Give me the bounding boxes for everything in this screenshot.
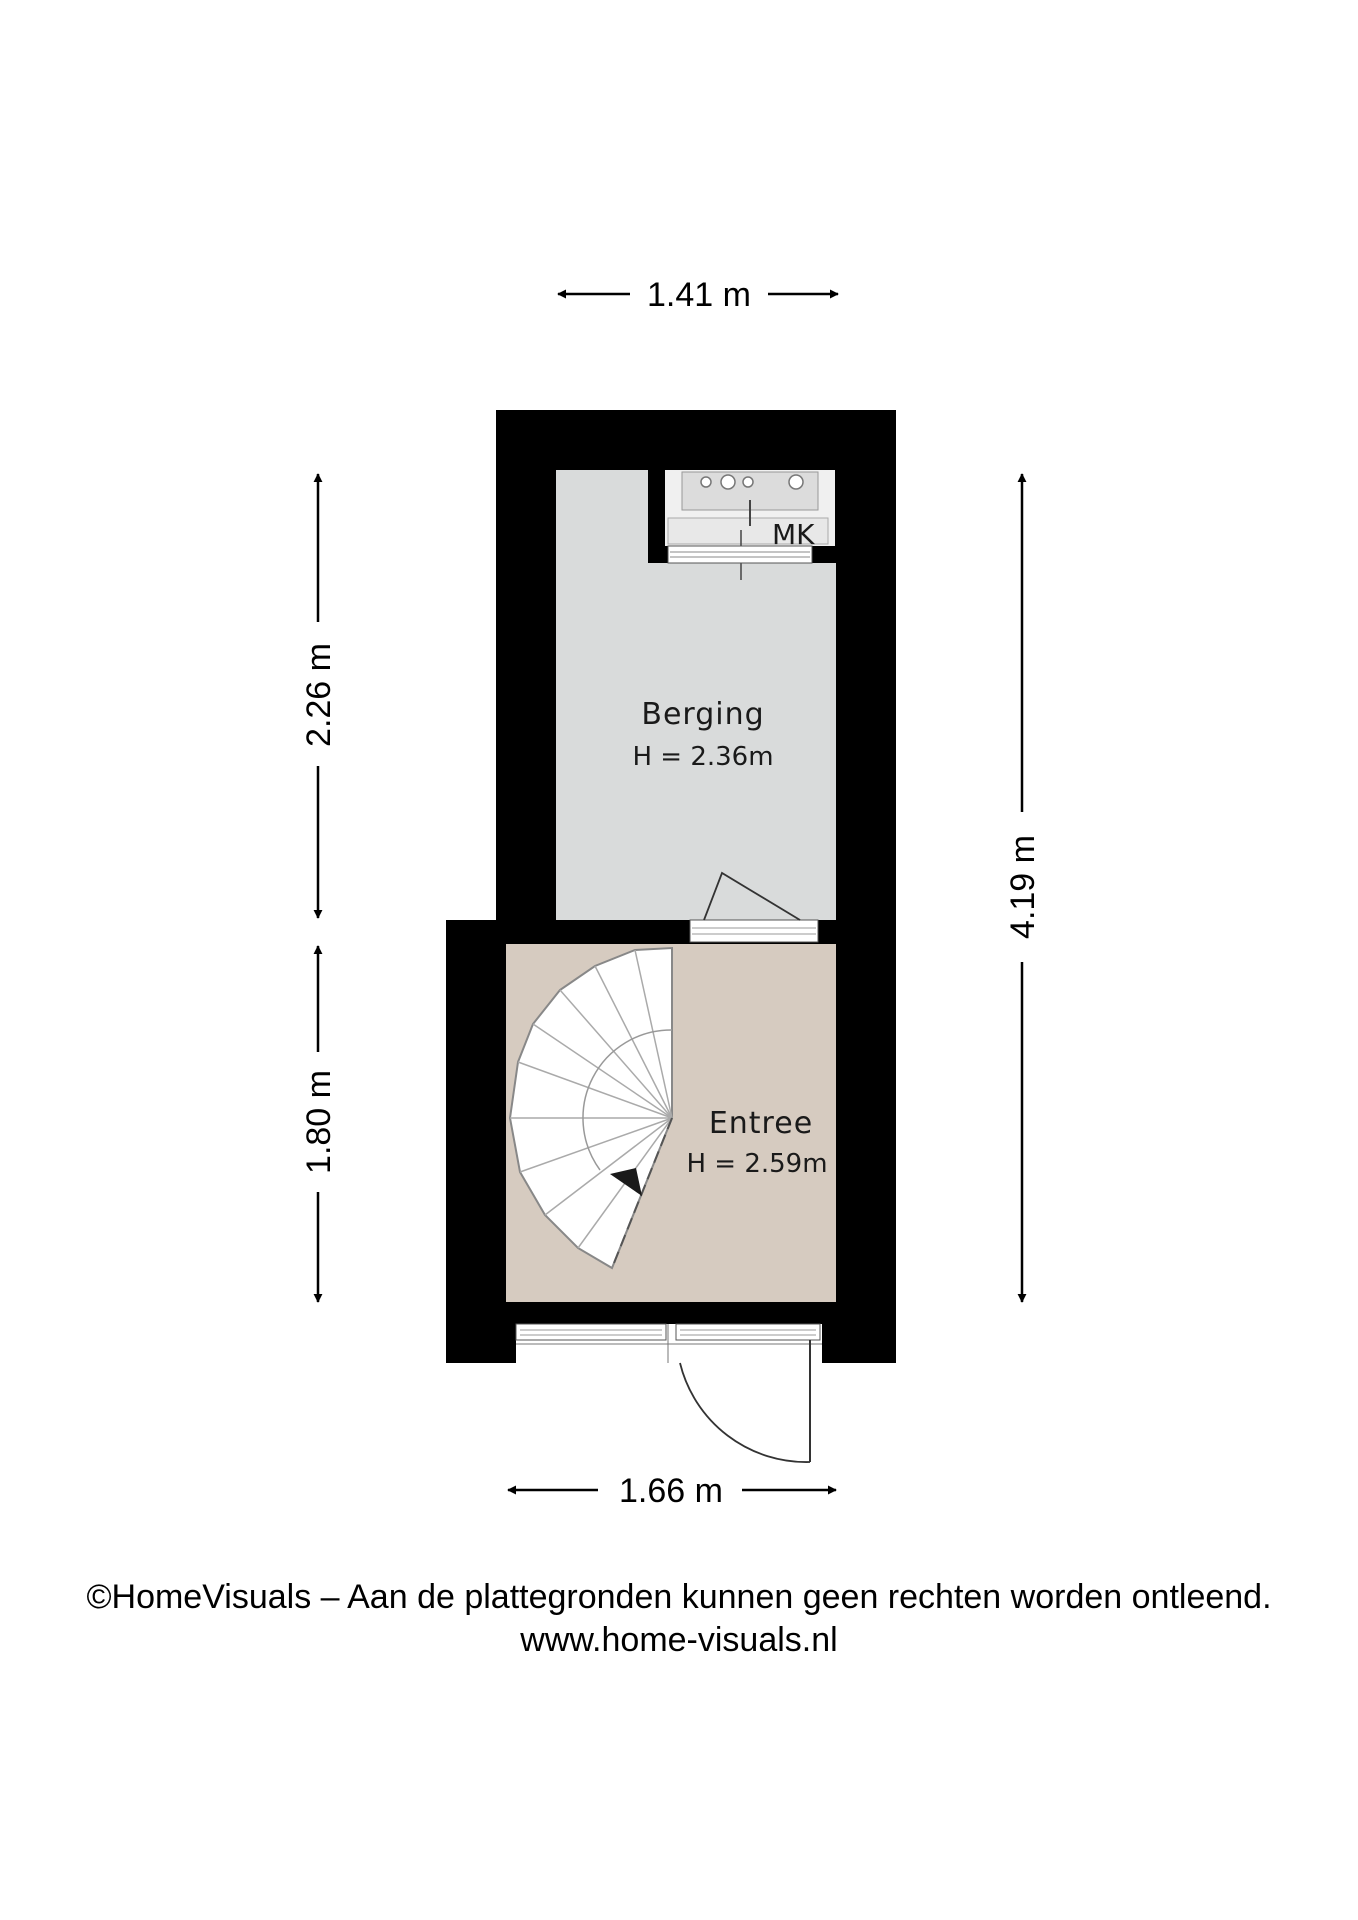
footer-website: www.home-visuals.nl [520, 1621, 838, 1659]
dimension-top: 1.41 m [557, 276, 839, 314]
entree-name: Entree [709, 1106, 813, 1141]
berging-name: Berging [641, 697, 764, 732]
meter-dial-3 [742, 476, 754, 488]
dimension-bottom-label: 1.66 m [619, 1472, 723, 1510]
cupboard-door-frame [667, 545, 813, 564]
front-facade [515, 1323, 822, 1463]
room-entree: Entree H = 2.59m [506, 944, 836, 1302]
meter-dial-2 [720, 474, 736, 490]
stair-treads [510, 949, 673, 1249]
dimension-left-upper-label: 2.26 m [300, 643, 338, 747]
meter-dial-1 [700, 476, 712, 488]
front-window-right [675, 1323, 821, 1341]
dimension-right-label: 4.19 m [1004, 835, 1042, 939]
fixture-label: MK [772, 518, 815, 551]
stair-edge [611, 1117, 673, 1269]
front-window-left [515, 1323, 667, 1341]
meter-dial-4 [788, 474, 804, 490]
footer-copyright: ©HomeVisuals – Aan de plattegronden kunn… [86, 1578, 1272, 1616]
inner-door-opening [689, 919, 819, 943]
dimension-left-lower: 1.80 m [300, 945, 338, 1303]
dimension-bottom: 1.66 m [507, 1472, 837, 1510]
dimension-left-upper: 2.26 m [300, 473, 338, 919]
inner-door-swing [703, 871, 801, 921]
front-door-swing [679, 1362, 811, 1463]
stair-inner-arc [582, 1029, 673, 1171]
dimension-top-label: 1.41 m [647, 276, 751, 314]
entree-height: H = 2.59m [686, 1149, 827, 1179]
inner-door [689, 871, 819, 943]
berging-height: H = 2.36m [632, 742, 773, 772]
room-berging: MK Berging H = 2.36m [556, 470, 836, 920]
stair-direction-arrow [610, 1168, 642, 1196]
meter-shelf [667, 517, 829, 545]
spiral-staircase [508, 946, 673, 1270]
dimension-right: 4.19 m [1004, 473, 1042, 1303]
dimension-left-lower-label: 1.80 m [300, 1070, 338, 1174]
